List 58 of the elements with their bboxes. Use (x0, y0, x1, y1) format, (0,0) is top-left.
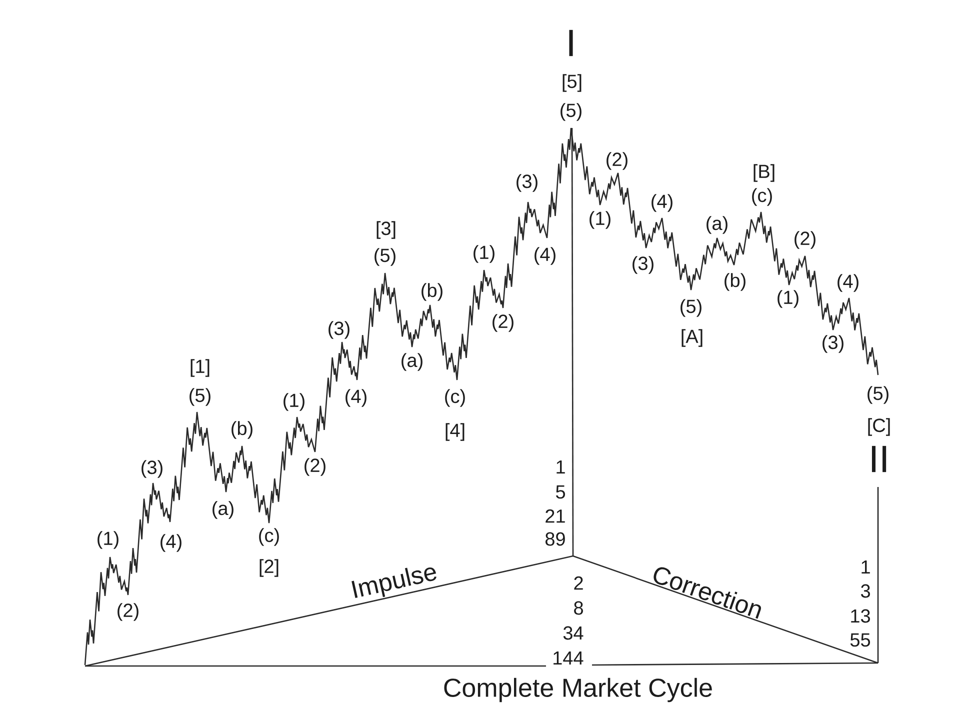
wave-label: [1] (190, 359, 210, 377)
wave-label: (a) (402, 353, 422, 371)
wave-label: [B] (754, 164, 774, 182)
wave-label: (3) (328, 321, 350, 339)
wave-label: (c) (752, 188, 772, 206)
wave-label: (1) (98, 531, 118, 549)
wave-label: (3) (822, 335, 844, 353)
wave-label: [C] (868, 418, 890, 436)
wave-label: (4) (346, 389, 366, 407)
wave-label: (a) (212, 501, 234, 519)
caption: Complete Market Cycle (444, 678, 712, 702)
wave-count: 55 (850, 633, 870, 647)
wave-label: (a) (706, 216, 728, 234)
wave-count: 13 (851, 609, 870, 623)
wave-count: 2 (574, 576, 583, 590)
wave-label: (3) (142, 460, 162, 478)
wave-count: 1 (862, 560, 870, 574)
wave-label: (2) (794, 231, 816, 249)
wave-count: 89 (546, 532, 565, 546)
roman-numeral: II (872, 446, 886, 472)
wave-label: (4) (160, 534, 182, 552)
wave-label: (4) (652, 194, 672, 212)
wave-label: (5) (374, 248, 396, 266)
wave-label: (1) (778, 290, 798, 308)
wave-label: (4) (534, 247, 556, 265)
wave-label: (2) (118, 603, 138, 621)
wave-label: (3) (632, 256, 654, 274)
wave-label: (5) (680, 299, 702, 317)
wave-label: (c) (259, 528, 279, 546)
wave-count: 3 (860, 584, 870, 598)
wave-count: 8 (574, 601, 583, 615)
wave-label: (2) (606, 152, 628, 170)
wave-label: [3] (376, 221, 396, 239)
wave-label: (5) (868, 386, 888, 404)
wave-label: (1) (590, 211, 610, 229)
line-label: Impulse (352, 567, 436, 598)
wave-label: (b) (724, 273, 746, 291)
wave-label: (2) (492, 314, 514, 332)
wave-count: 5 (556, 485, 566, 499)
wave-label: [2] (260, 559, 278, 577)
wave-count: 34 (563, 626, 584, 640)
wave-label: (4) (838, 274, 858, 292)
wave-label: (5) (560, 103, 582, 121)
wave-label: (1) (284, 393, 304, 411)
roman-numeral: I (569, 30, 573, 56)
wave-label: (c) (445, 389, 465, 407)
wave-label: (b) (232, 421, 252, 439)
wave-count: 144 (554, 651, 584, 665)
wave-label: [4] (446, 423, 464, 441)
wave-label: (5) (190, 388, 210, 406)
wave-label: (b) (422, 283, 442, 301)
wave-count: 21 (546, 509, 565, 523)
wave-label: (1) (474, 245, 494, 263)
wave-count: 1 (556, 460, 565, 474)
wave-label: (3) (516, 174, 538, 192)
wave-label: [A] (682, 329, 702, 347)
wave-label: (2) (304, 458, 326, 476)
wave-label: [5] (562, 74, 582, 92)
